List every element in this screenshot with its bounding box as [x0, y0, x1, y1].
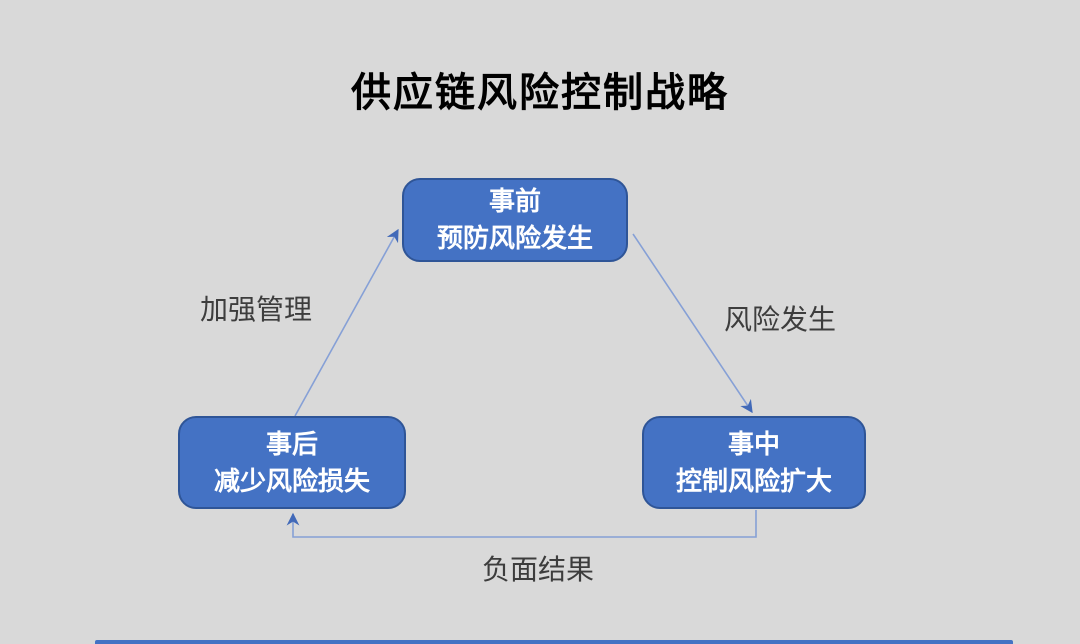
node-during-risk: 事中 控制风险扩大	[642, 416, 866, 509]
node-description: 控制风险扩大	[675, 465, 832, 496]
edge-label-strengthen-management: 加强管理	[200, 294, 313, 325]
node-after-risk: 事后 减少风险损失	[178, 416, 406, 509]
diagram-title: 供应链风险控制战略	[351, 71, 729, 115]
bottom-accent-bar	[95, 640, 1013, 644]
node-description: 预防风险发生	[436, 223, 593, 253]
node-title: 事后	[265, 428, 318, 459]
node-description: 减少风险损失	[213, 465, 370, 496]
node-title: 事前	[488, 186, 541, 216]
edge-label-risk-occurs: 风险发生	[724, 304, 837, 335]
node-title: 事中	[727, 428, 780, 459]
arrow-during-to-after	[286, 510, 757, 538]
edge-label-negative-result: 负面结果	[482, 554, 595, 585]
node-before-risk: 事前 预防风险发生	[402, 178, 628, 262]
